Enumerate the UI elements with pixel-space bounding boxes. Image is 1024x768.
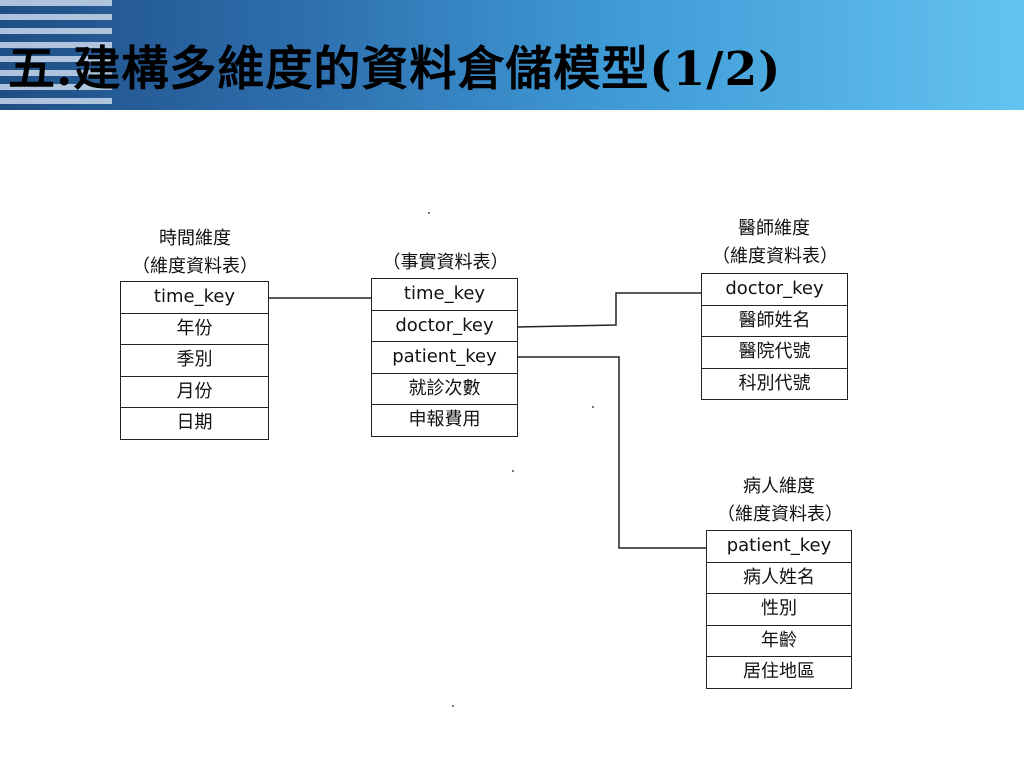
scan-speck <box>512 470 514 472</box>
doctor-dim-title: 醫師維度 <box>738 218 810 239</box>
table-row: 年份 <box>121 314 268 345</box>
fact-table-title: （事實資料表） <box>382 252 509 273</box>
table-row: 居住地區 <box>743 661 815 682</box>
slide-title: 五.建構多維度的資料倉儲模型(1/2) <box>8 42 782 97</box>
scan-speck <box>428 212 430 214</box>
patient-dim-title: 病人維度 <box>743 476 815 497</box>
patient-dimension-table: patient_key 病人姓名 性別 年齡 居住地區 <box>706 530 852 689</box>
table-row: doctor_key <box>372 311 517 342</box>
time-dim-subtitle: （維度資料表） <box>132 256 258 277</box>
doctor-dim-subtitle: （維度資料表） <box>712 246 838 267</box>
table-row: 季別 <box>121 345 268 377</box>
table-row: patient_key <box>707 531 851 563</box>
table-row: 年齡 <box>707 626 851 657</box>
connector-doctor-key <box>516 292 701 328</box>
patient-dim-subtitle: （維度資料表） <box>717 504 843 525</box>
table-row: patient_key <box>372 342 517 374</box>
table-row: time_key <box>121 282 268 314</box>
doctor-dimension-table: doctor_key 醫師姓名 醫院代號 科別代號 <box>701 273 848 400</box>
table-row: 月份 <box>121 377 268 408</box>
table-row: 醫院代號 <box>702 337 847 369</box>
table-row: time_key <box>372 279 517 311</box>
table-row: 申報費用 <box>408 409 481 430</box>
time-dim-title: 時間維度 <box>159 228 231 249</box>
table-row: 病人姓名 <box>707 563 851 594</box>
fact-table: time_key doctor_key patient_key 就診次數 申報費… <box>371 278 518 437</box>
table-row: 性別 <box>707 594 851 626</box>
table-row: 就診次數 <box>372 374 517 405</box>
table-row: 日期 <box>176 412 213 433</box>
time-dimension-table: time_key 年份 季別 月份 日期 <box>120 281 269 440</box>
table-row: 醫師姓名 <box>702 306 847 337</box>
title-bar-stripes <box>0 0 112 110</box>
scan-speck <box>592 406 594 408</box>
scan-speck <box>452 705 454 707</box>
table-row: 科別代號 <box>738 372 811 394</box>
table-row: doctor_key <box>702 274 847 306</box>
connector-patient-key <box>517 356 706 549</box>
title-bar: 五.建構多維度的資料倉儲模型(1/2) <box>0 0 1024 110</box>
